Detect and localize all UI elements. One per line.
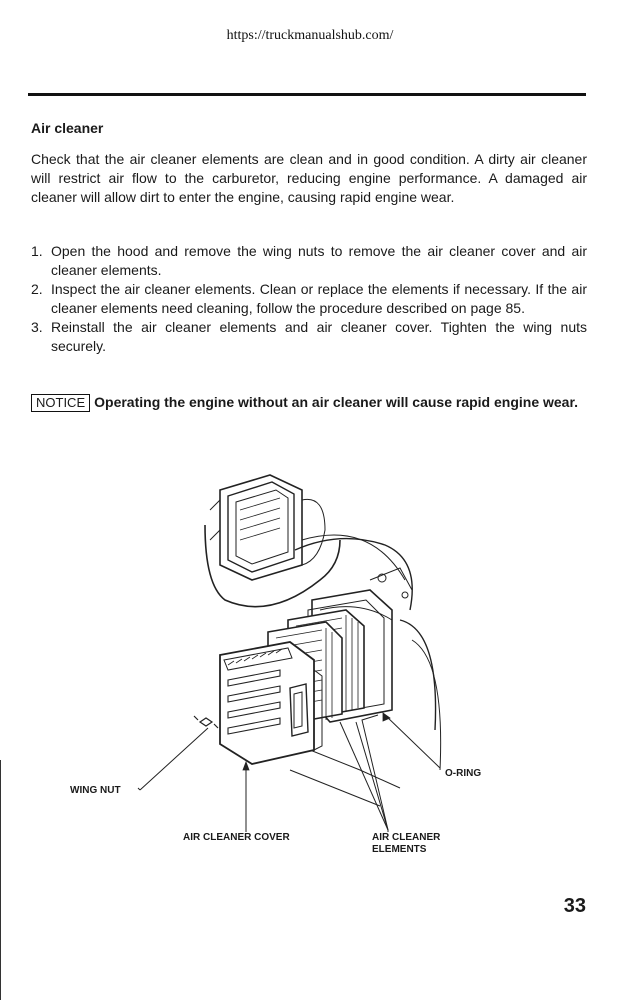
- label-elements-line1: AIR CLEANER: [372, 832, 441, 843]
- label-o-ring: O-RING: [445, 768, 482, 779]
- step-number: 2.: [31, 281, 43, 297]
- air-cleaner-figure: WING NUT O-RING AIR CLEANER COVER AIR CL…: [40, 470, 580, 870]
- air-cleaner-illustration: [137, 474, 442, 832]
- list-item: 1. Open the hood and remove the wing nut…: [31, 242, 587, 280]
- label-air-cleaner-cover: AIR CLEANER COVER: [183, 832, 290, 843]
- notice-text: Operating the engine without an air clea…: [94, 394, 579, 410]
- header-rule: [28, 93, 586, 96]
- step-number: 1.: [31, 243, 43, 259]
- step-text: Reinstall the air cleaner elements and a…: [51, 319, 587, 354]
- section-title: Air cleaner: [31, 120, 104, 136]
- list-item: 2. Inspect the air cleaner elements. Cle…: [31, 280, 587, 318]
- procedure-steps: 1. Open the hood and remove the wing nut…: [31, 242, 587, 356]
- notice-badge: NOTICE: [31, 394, 91, 412]
- label-air-cleaner-elements: AIR CLEANER ELEMENTS: [372, 832, 440, 856]
- label-elements-line2: ELEMENTS: [372, 844, 427, 855]
- page-number: 33: [563, 895, 586, 917]
- label-wing-nut: WING NUT: [70, 785, 121, 796]
- source-url: https://truckmanualshub.com/: [226, 28, 394, 43]
- step-text: Inspect the air cleaner elements. Clean …: [51, 281, 587, 316]
- intro-paragraph: Check that the air cleaner elements are …: [31, 151, 587, 205]
- list-item: 3. Reinstall the air cleaner elements an…: [31, 318, 587, 356]
- step-number: 3.: [31, 319, 43, 335]
- scan-edge-line: [0, 760, 1, 1000]
- step-text: Open the hood and remove the wing nuts t…: [51, 243, 587, 278]
